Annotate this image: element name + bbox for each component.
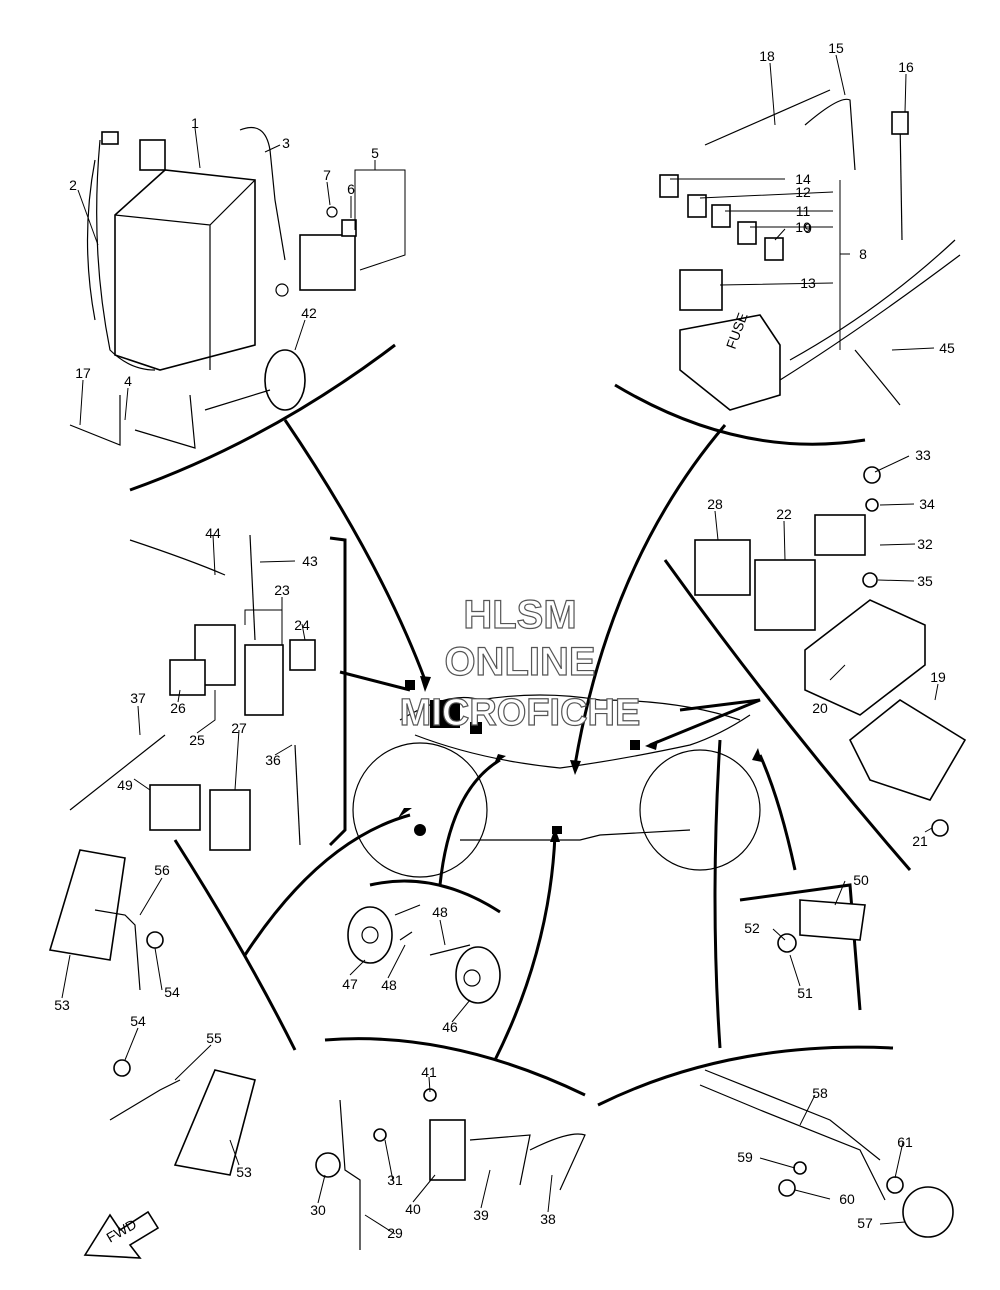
callout-53-lower: 53 (236, 1164, 252, 1180)
callout-50: 50 (853, 872, 869, 888)
callout-16: 16 (898, 59, 914, 75)
callout-31: 31 (387, 1172, 403, 1188)
callout-13: 13 (800, 275, 816, 291)
callout-20: 20 (812, 700, 828, 716)
callout-59: 59 (737, 1149, 753, 1165)
battery-assembly (69, 126, 357, 449)
group-brackets (129, 343, 912, 1107)
callout-29: 29 (387, 1225, 403, 1241)
callout-1: 1 (191, 115, 199, 131)
watermark: HLSM ONLINE MICROFICHE (399, 592, 641, 734)
callout-35: 35 (917, 573, 933, 589)
callout-33: 33 (915, 447, 931, 463)
callout-58: 58 (812, 1085, 828, 1101)
callout-30: 30 (310, 1202, 326, 1218)
callout-25: 25 (189, 732, 205, 748)
callout-51: 51 (797, 985, 813, 1001)
callout-49: 49 (117, 777, 133, 793)
callout-42: 42 (301, 305, 317, 321)
callout-leaders (61, 54, 939, 1235)
group-leaders (243, 419, 797, 1061)
callout-38: 38 (540, 1211, 556, 1227)
callout-3: 3 (282, 135, 290, 151)
callout-55: 55 (206, 1030, 222, 1046)
callout-36: 36 (265, 752, 281, 768)
callout-37: 37 (130, 690, 146, 706)
callout-60: 60 (839, 1191, 855, 1207)
callout-44: 44 (205, 525, 221, 541)
callout-9: 9 (804, 220, 812, 236)
ignitor-assembly (694, 466, 967, 837)
callout-14: 14 (795, 171, 811, 187)
callout-12: 12 (795, 184, 811, 200)
callout-numbers: 1 2 3 4 5 6 7 8 9 10 10 11 12 13 14 15 1… (54, 40, 955, 1241)
watermark-line2: ONLINE (444, 640, 595, 684)
callout-39: 39 (473, 1207, 489, 1223)
callout-11: 11 (796, 203, 811, 219)
relay-assembly (69, 534, 316, 851)
callout-53-upper: 53 (54, 997, 70, 1013)
callout-7: 7 (323, 167, 331, 183)
callout-41: 41 (421, 1064, 437, 1080)
callout-45: 45 (939, 340, 955, 356)
callout-27: 27 (231, 720, 247, 736)
fuse-assembly: FUSE (659, 89, 961, 411)
callout-24: 24 (294, 617, 310, 633)
callout-18: 18 (759, 48, 775, 64)
switches-bottom (315, 1088, 586, 1250)
callout-28: 28 (707, 496, 723, 512)
callout-17: 17 (75, 365, 91, 381)
watermark-line3: MICROFICHE (400, 692, 641, 734)
callout-10-visible: 10 (795, 219, 811, 235)
callout-56: 56 (154, 862, 170, 878)
callout-19: 19 (930, 669, 946, 685)
watermark-line1: HLSM (463, 593, 576, 637)
callout-26: 26 (170, 700, 186, 716)
callout-47: 47 (342, 976, 358, 992)
callout-61: 61 (897, 1134, 913, 1150)
callout-32: 32 (917, 536, 933, 552)
horns (347, 904, 501, 1004)
callout-48-lower: 48 (381, 977, 397, 993)
callout-48-upper: 48 (432, 904, 448, 920)
motorcycle-outline (352, 680, 761, 878)
license-bracket (699, 899, 954, 1238)
callout-23: 23 (274, 582, 290, 598)
callout-54-upper: 54 (164, 984, 180, 1000)
fwd-arrow: FWD (83, 1210, 160, 1259)
callout-43: 43 (302, 553, 318, 569)
callout-2: 2 (69, 177, 77, 193)
reflectors-left (48, 849, 256, 1176)
callout-8: 8 (859, 246, 867, 262)
callout-5: 5 (371, 145, 379, 161)
callout-52: 52 (744, 920, 760, 936)
callout-21: 21 (912, 833, 928, 849)
callout-15: 15 (828, 40, 844, 56)
callout-4: 4 (124, 373, 132, 389)
callout-34: 34 (919, 496, 935, 512)
callout-22: 22 (776, 506, 792, 522)
callout-46: 46 (442, 1019, 458, 1035)
callout-57: 57 (857, 1215, 873, 1231)
callout-40: 40 (405, 1201, 421, 1217)
callout-6: 6 (347, 181, 355, 197)
callout-54-lower: 54 (130, 1013, 146, 1029)
